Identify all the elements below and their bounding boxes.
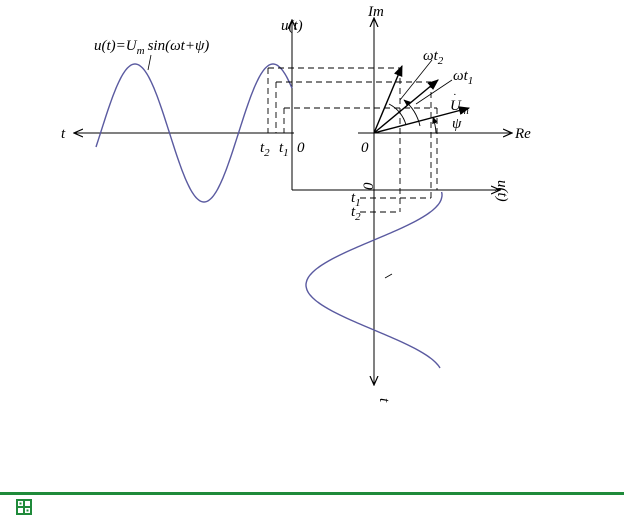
lower-curve-leader: [384, 273, 393, 279]
label-t-axis-left: t: [61, 126, 66, 142]
leader-omega-t2: [399, 59, 433, 101]
sine-curve-lower: [305, 191, 443, 369]
arc-omega-t2: [388, 103, 407, 126]
sine-curve-left: [95, 63, 293, 203]
dashed-projections-left: [267, 67, 437, 133]
dashed-projections-lower: [360, 68, 438, 213]
label-omega-t1: ωt1: [453, 68, 473, 87]
label-t2-left: t2: [260, 140, 270, 159]
arc-psi: [432, 116, 438, 134]
phasor-omega-t2: [373, 64, 403, 134]
label-im-axis: Im: [367, 4, 384, 20]
recycle-logo-icon: [16, 499, 32, 515]
label-t2-lower: t2: [351, 204, 361, 223]
label-omega-t2: ωt2: [423, 48, 444, 67]
label-t1-left: t1: [279, 140, 289, 159]
label-um-phasor: Um: [450, 98, 469, 117]
label-t-axis-bottom: t: [376, 398, 392, 403]
label-zero-origin: 0: [361, 140, 369, 156]
label-zero-lower: 0: [361, 182, 377, 190]
label-u-of-t-top: u(t): [281, 18, 303, 34]
footer-divider: [0, 492, 624, 495]
phasor-um: [373, 106, 471, 134]
label-u-of-t-rotated: u(t): [494, 180, 510, 202]
label-re-axis: Re: [514, 126, 531, 142]
label-psi: ψ: [452, 116, 462, 132]
label-zero-left: 0: [297, 140, 305, 156]
phasor-omega-t1: [373, 79, 439, 134]
arc-omega-t1: [403, 99, 421, 127]
um-dot-accent: ·: [453, 89, 457, 101]
label-t1-lower: t1: [351, 190, 361, 209]
formula-leader: [147, 54, 152, 71]
leader-omega-t1: [415, 79, 453, 105]
